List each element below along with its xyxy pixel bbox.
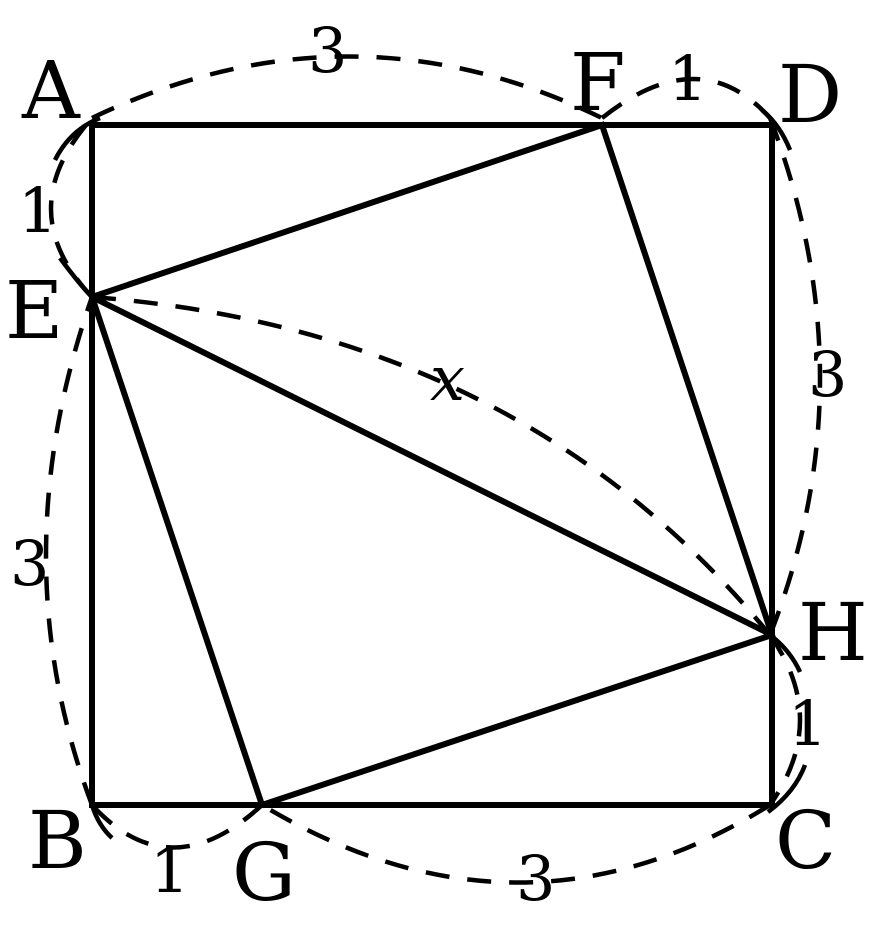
length-ea: 1: [18, 174, 57, 247]
arc-cg: [260, 803, 772, 885]
arc-eh: [91, 294, 772, 637]
arc-mark-d: [760, 108, 793, 151]
length-hc: 1: [788, 687, 827, 760]
arc-mark-b: [89, 804, 114, 840]
label-c: C: [775, 794, 836, 887]
arc-mark-a: [52, 115, 101, 162]
arc-mark-e: [58, 256, 94, 299]
label-h: H: [798, 586, 868, 679]
label-b: B: [28, 794, 87, 887]
length-eh: x: [430, 342, 465, 415]
arc-ea: [48, 116, 94, 299]
length-cg: 3: [516, 842, 555, 915]
arc-hc: [768, 633, 803, 807]
arc-dh: [767, 117, 823, 636]
compass-marks: [52, 108, 808, 840]
square-abcd: [89, 122, 775, 808]
length-arcs: [43, 54, 823, 885]
arc-be: [43, 296, 95, 806]
point-labels: A F D E H B G C: [5, 36, 868, 919]
arc-gb: [90, 803, 264, 850]
arc-fd: [600, 76, 772, 120]
segment-eh: [90, 294, 774, 638]
length-dh: 3: [808, 338, 847, 411]
arc-af: [91, 54, 603, 121]
label-e: E: [5, 264, 63, 357]
label-f: F: [570, 36, 626, 129]
length-labels: 3 1 3 1 3 1 3 1 x: [10, 14, 847, 915]
length-be: 3: [10, 527, 49, 600]
label-d: D: [778, 48, 842, 141]
label-g: G: [232, 826, 296, 919]
length-fd: 1: [668, 42, 707, 115]
length-af: 3: [308, 14, 347, 87]
arc-mark-c: [766, 764, 808, 814]
label-a: A: [21, 44, 81, 137]
length-gb: 1: [150, 834, 189, 907]
